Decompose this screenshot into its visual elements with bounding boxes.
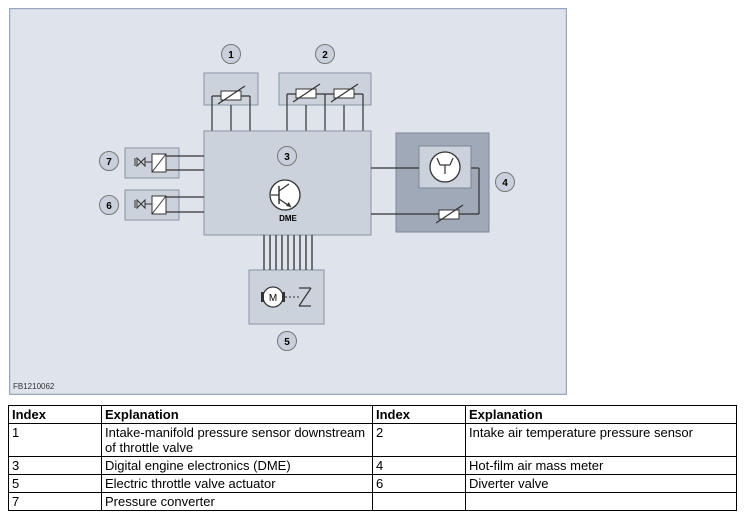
index-cell: 6	[372, 474, 466, 493]
table-row: 5 Electric throttle valve actuator 6 Div…	[8, 474, 737, 493]
explanation-cell	[465, 492, 737, 511]
callout-4: 4	[495, 172, 515, 192]
svg-text:6: 6	[106, 201, 112, 212]
callout-5: 5	[277, 331, 297, 351]
svg-text:5: 5	[284, 337, 290, 348]
air-mass-meter-box	[395, 132, 490, 233]
callout-2: 2	[315, 44, 335, 64]
legend-table: Index Explanation Index Explanation 1 In…	[8, 405, 737, 511]
svg-text:2: 2	[322, 50, 328, 61]
explanation-cell: Hot-film air mass meter	[465, 456, 737, 475]
dme-label: DME	[279, 214, 297, 223]
callout-7: 7	[99, 151, 119, 171]
diverter-valve-box	[124, 189, 204, 221]
valve-icon	[136, 198, 146, 210]
explanation-cell: Digital engine electronics (DME)	[101, 456, 373, 475]
table-row: 1 Intake-manifold pressure sensor downst…	[8, 423, 737, 457]
wiring-diagram: DME	[9, 8, 567, 395]
index-cell: 1	[8, 423, 102, 457]
legend-header-row: Index Explanation Index Explanation	[8, 405, 737, 424]
header-index: Index	[372, 405, 466, 424]
transistor-icon	[269, 179, 301, 211]
header-explanation: Explanation	[101, 405, 373, 424]
index-cell: 2	[372, 423, 466, 457]
explanation-cell: Electric throttle valve actuator	[101, 474, 373, 493]
figure-code: FB1210062	[13, 382, 55, 391]
pressure-converter-box	[124, 147, 204, 179]
svg-text:7: 7	[106, 157, 112, 168]
table-row: 3 Digital engine electronics (DME) 4 Hot…	[8, 456, 737, 475]
sensor-1-box	[203, 72, 259, 131]
explanation-cell: Diverter valve	[465, 474, 737, 493]
explanation-cell: Intake air temperature pressure sensor	[465, 423, 737, 457]
callout-6: 6	[99, 195, 119, 215]
valve-icon	[136, 156, 146, 168]
callout-3: 3	[277, 146, 297, 166]
throttle-actuator-box: M	[248, 235, 325, 325]
svg-text:3: 3	[284, 152, 290, 163]
header-explanation: Explanation	[465, 405, 737, 424]
sensor-2-box	[278, 72, 372, 131]
index-cell: 5	[8, 474, 102, 493]
explanation-cell: Pressure converter	[101, 492, 373, 511]
motor-label: M	[269, 293, 277, 304]
index-cell: 3	[8, 456, 102, 475]
header-index: Index	[8, 405, 102, 424]
table-row: 7 Pressure converter	[8, 492, 737, 511]
explanation-cell: Intake-manifold pressure sensor downstre…	[101, 423, 373, 457]
index-cell	[372, 492, 466, 511]
callout-1: 1	[221, 44, 241, 64]
svg-text:1: 1	[228, 50, 234, 61]
svg-text:4: 4	[502, 178, 508, 189]
index-cell: 4	[372, 456, 466, 475]
index-cell: 7	[8, 492, 102, 511]
